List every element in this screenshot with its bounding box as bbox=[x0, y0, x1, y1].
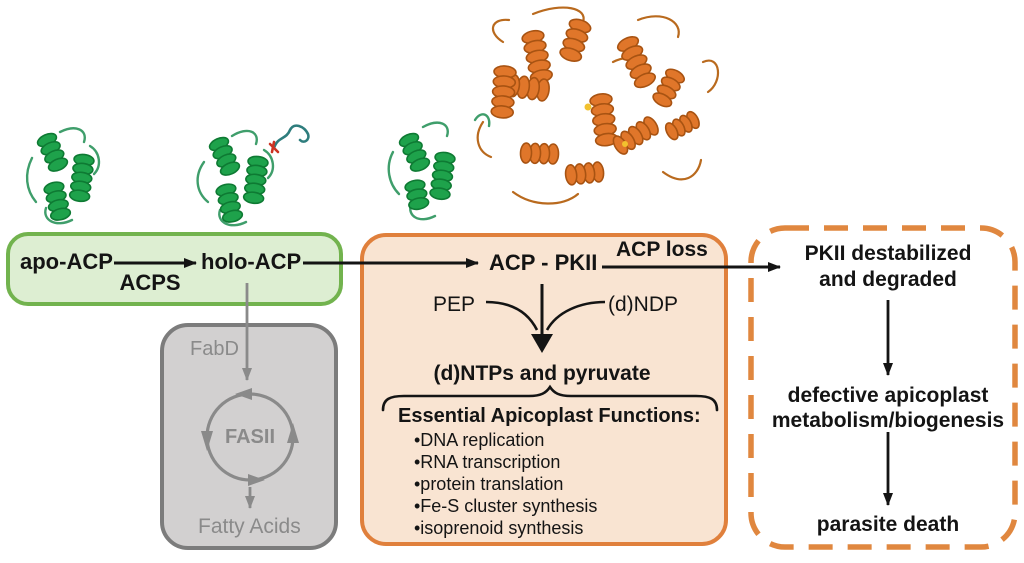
acp-activation-panel bbox=[6, 232, 343, 306]
fasii-cycle-label: FASII bbox=[224, 426, 275, 448]
defective-apicoplast-line1: defective apicoplast bbox=[787, 384, 989, 407]
defective-apicoplast-line2: metabolism/biogenesis bbox=[771, 409, 1005, 432]
apicoplast-functions-list: •DNA replication •RNA transcription •pro… bbox=[414, 429, 597, 539]
defective-apicoplast-label: defective apicoplast metabolism/biogenes… bbox=[764, 383, 1012, 433]
fatty-acids-label: Fatty Acids bbox=[198, 515, 301, 538]
function-item: •protein translation bbox=[414, 474, 564, 494]
ligand-dot-icon bbox=[622, 141, 628, 147]
pkii-destabilized-label: PKII destabilized and degraded bbox=[776, 241, 1000, 293]
parasite-death-label: parasite death bbox=[816, 513, 960, 536]
ligand-dot-icon bbox=[584, 103, 592, 111]
acp-loss-label: ACP loss bbox=[616, 238, 708, 261]
acps-enzyme-label: ACPS bbox=[119, 270, 181, 295]
function-item: •RNA transcription bbox=[414, 452, 561, 472]
acp-pkii-complex-label: ACP - PKII bbox=[489, 250, 598, 275]
function-item: •isoprenoid synthesis bbox=[414, 518, 584, 538]
pkii-destabilized-line2: and degraded bbox=[819, 268, 957, 291]
apo-acp-ribbon-icon bbox=[25, 127, 101, 225]
acp-pkii-complex-ribbon-icon bbox=[387, 6, 720, 221]
holo-acp-label: holo-ACP bbox=[201, 249, 302, 274]
apo-acp-label: apo-ACP bbox=[20, 249, 113, 274]
pkii-destabilized-line1: PKII destabilized bbox=[804, 242, 972, 265]
phosphopantetheine-arm-icon bbox=[268, 124, 310, 154]
functions-title: Essential Apicoplast Functions: bbox=[398, 405, 701, 427]
function-item: •DNA replication bbox=[414, 430, 545, 450]
function-item: •Fe-S cluster synthesis bbox=[414, 496, 598, 516]
fabd-enzyme-label: FabD bbox=[190, 338, 239, 360]
holo-acp-ribbon-icon bbox=[196, 124, 310, 227]
pep-substrate-label: PEP bbox=[433, 293, 476, 316]
dndp-substrate-label: (d)NDP bbox=[608, 293, 679, 316]
dntps-products-label: (d)NTPs and pyruvate bbox=[433, 362, 651, 385]
